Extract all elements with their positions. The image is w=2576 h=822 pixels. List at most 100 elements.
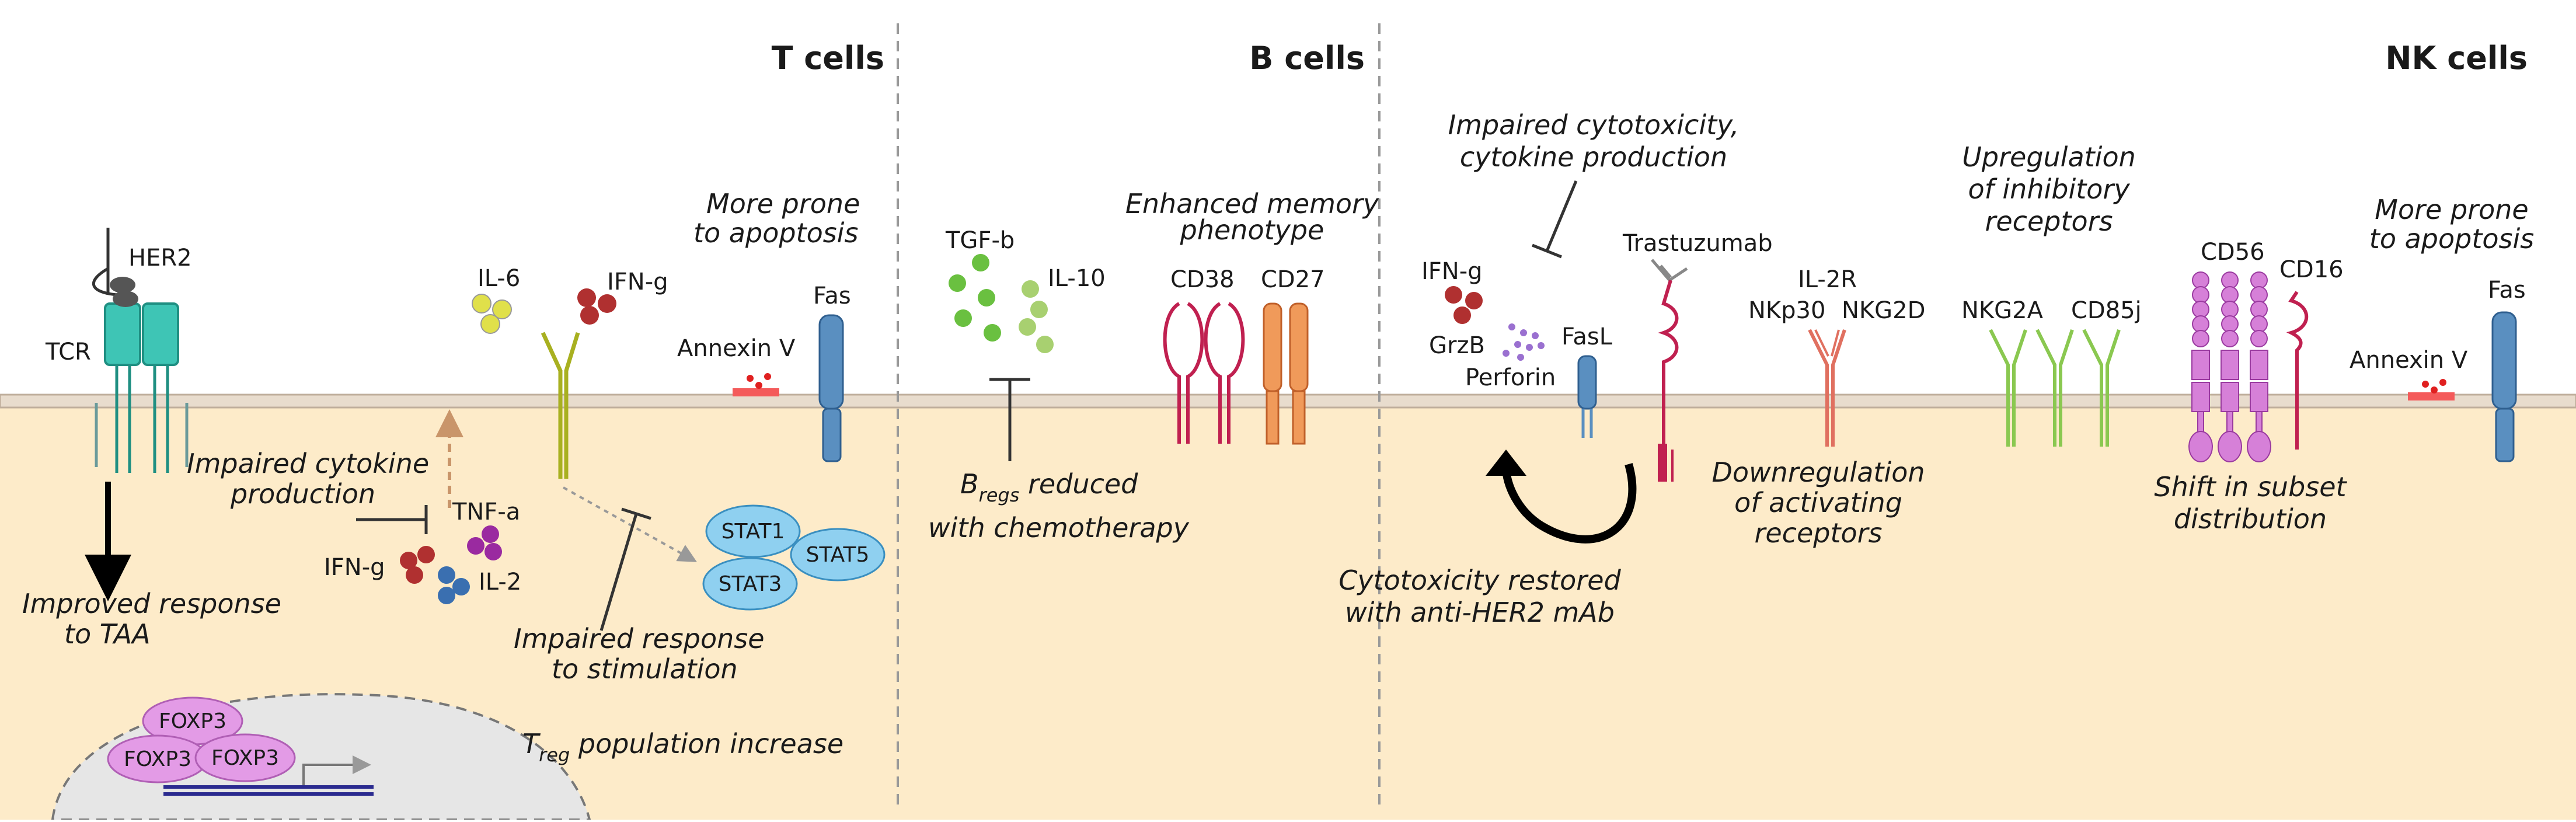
text-impaired-cytokine-1: Impaired cytokine	[187, 448, 429, 479]
il6-receptor	[541, 332, 580, 479]
label-ifng-top: IFN-g	[607, 269, 668, 295]
label-nk-fas: Fas	[2488, 277, 2526, 304]
label-nkg2d: NKG2D	[1842, 297, 1925, 324]
text-nk-apoptosis-2: to apoptosis	[2369, 223, 2534, 255]
text-upreg-1: Upregulation	[1962, 141, 2136, 173]
label-nkp30: NKp30	[1748, 297, 1825, 324]
ifng-molecules-top	[577, 288, 616, 325]
text-bregs-2: with chemotherapy	[928, 512, 1190, 544]
label-fasl: FasL	[1561, 323, 1613, 350]
text-t-apoptosis-2: to apoptosis	[693, 217, 858, 249]
inhibition-nk-cytotoxicity	[1532, 180, 1578, 259]
panel-title-nk-cells: NK cells	[2385, 40, 2528, 76]
text-nk-apoptosis-1: More prone	[2375, 194, 2528, 225]
transcription-arrow	[302, 755, 371, 785]
inhibition-cytokine	[356, 505, 428, 534]
t-annexin-marker	[733, 373, 779, 396]
text-restored-1: Cytotoxicity restored	[1338, 565, 1621, 596]
cd16-receptor	[2286, 291, 2309, 450]
label-il10: IL-10	[1048, 265, 1106, 292]
svg-text:STAT5: STAT5	[806, 543, 870, 567]
arrow-cytotoxicity-head	[1486, 450, 1526, 476]
cd38-receptor	[1163, 302, 1245, 444]
label-cd38: CD38	[1170, 266, 1235, 293]
text-downreg-1: Downregulation	[1712, 457, 1925, 488]
label-nk-ifng: IFN-g	[1421, 258, 1483, 285]
label-t-annexin: Annexin V	[677, 335, 796, 362]
tgfb-molecules	[949, 254, 1001, 342]
il6-molecules	[472, 294, 512, 334]
label-il2r: IL-2R	[1798, 266, 1857, 293]
cd56-receptors	[2188, 271, 2271, 462]
panel-title-b-cells: B cells	[1249, 40, 1365, 76]
label-trastuzumab: Trastuzumab	[1622, 230, 1773, 257]
inhibitory-receptors	[1989, 329, 2121, 447]
label-il6: IL-6	[477, 265, 520, 292]
label-nk-annexin: Annexin V	[2350, 347, 2468, 374]
text-improved-response-1: Improved response	[22, 588, 281, 619]
text-impaired-response-2: to stimulation	[552, 653, 738, 685]
label-tcr: TCR	[45, 339, 91, 365]
svg-text:FOXP3: FOXP3	[124, 747, 191, 771]
label-t-fas: Fas	[813, 283, 851, 309]
text-upreg-3: receptors	[1985, 206, 2113, 237]
foxp3-complex: FOXP3 FOXP3 FOXP3	[107, 696, 296, 783]
nk-fas-receptor	[2491, 311, 2517, 462]
label-nkg2a: NKG2A	[1961, 297, 2044, 324]
label-cd16: CD16	[2279, 256, 2344, 283]
arrow-cytotoxicity-restored	[1502, 463, 1637, 544]
text-improved-response-2: to TAA	[64, 618, 151, 650]
label-grzb: GrzB	[1429, 332, 1485, 359]
cd27-receptor	[1263, 302, 1309, 445]
text-shift-2: distribution	[2174, 503, 2327, 535]
label-il2: IL-2	[479, 569, 521, 595]
text-nk-impaired-2: cytokine production	[1460, 141, 1727, 173]
text-nk-impaired-1: Impaired cytotoxicity,	[1448, 109, 1740, 141]
text-t-apoptosis-1: More prone	[706, 188, 860, 220]
nk-annexin-marker	[2408, 379, 2455, 400]
text-upreg-2: of inhibitory	[1968, 173, 2130, 205]
activating-receptor	[1808, 329, 1846, 447]
tnfa-molecules	[467, 525, 502, 560]
cell-membrane	[0, 393, 2576, 409]
text-impaired-cytokine-2: production	[230, 478, 375, 510]
nk-ifng-molecules	[1445, 286, 1483, 324]
text-impaired-response-1: Impaired response	[514, 623, 765, 654]
label-perforin: Perforin	[1465, 364, 1556, 391]
label-tgfb: TGF-b	[945, 227, 1015, 254]
trastuzumab-cd16-complex	[1651, 259, 1688, 482]
text-restored-2: with anti-HER2 mAb	[1345, 597, 1615, 628]
label-cd27: CD27	[1261, 266, 1325, 293]
svg-text:FOXP3: FOXP3	[211, 746, 279, 770]
fasl-receptor	[1577, 355, 1597, 438]
label-cd56: CD56	[2201, 239, 2265, 266]
ifng-molecules-low	[400, 546, 435, 584]
text-memory-1: Enhanced memory	[1125, 188, 1379, 220]
text-treg-increase: Treg population increase	[522, 728, 843, 766]
inhibition-bregs	[989, 378, 1030, 461]
stat5-protein: STAT5	[790, 528, 886, 581]
label-her2: HER2	[128, 245, 192, 271]
panel-title-t-cells: T cells	[772, 40, 884, 76]
text-memory-2: phenotype	[1180, 214, 1324, 246]
label-tnfa: TNF-a	[452, 499, 520, 525]
stat1-protein: STAT1	[705, 504, 801, 558]
svg-text:STAT1: STAT1	[721, 520, 785, 544]
label-ifng-low: IFN-g	[324, 554, 385, 581]
il10-molecules	[1019, 280, 1054, 353]
il2-molecules	[438, 566, 470, 604]
inhibition-stimulation	[599, 507, 651, 631]
perforin-molecules	[1503, 323, 1545, 361]
her2-receptor	[92, 228, 138, 307]
text-downreg-2: of activating	[1734, 487, 1902, 518]
svg-text:FOXP3: FOXP3	[159, 709, 226, 733]
text-bregs-1: Bregs reduced	[960, 468, 1138, 506]
stat3-protein: STAT3	[702, 557, 798, 611]
t-fas-receptor	[818, 314, 844, 462]
tcr-receptor	[95, 302, 189, 473]
text-downreg-3: receptors	[1754, 517, 1882, 549]
text-shift-1: Shift in subset	[2154, 471, 2347, 503]
svg-text:STAT3: STAT3	[719, 572, 782, 596]
